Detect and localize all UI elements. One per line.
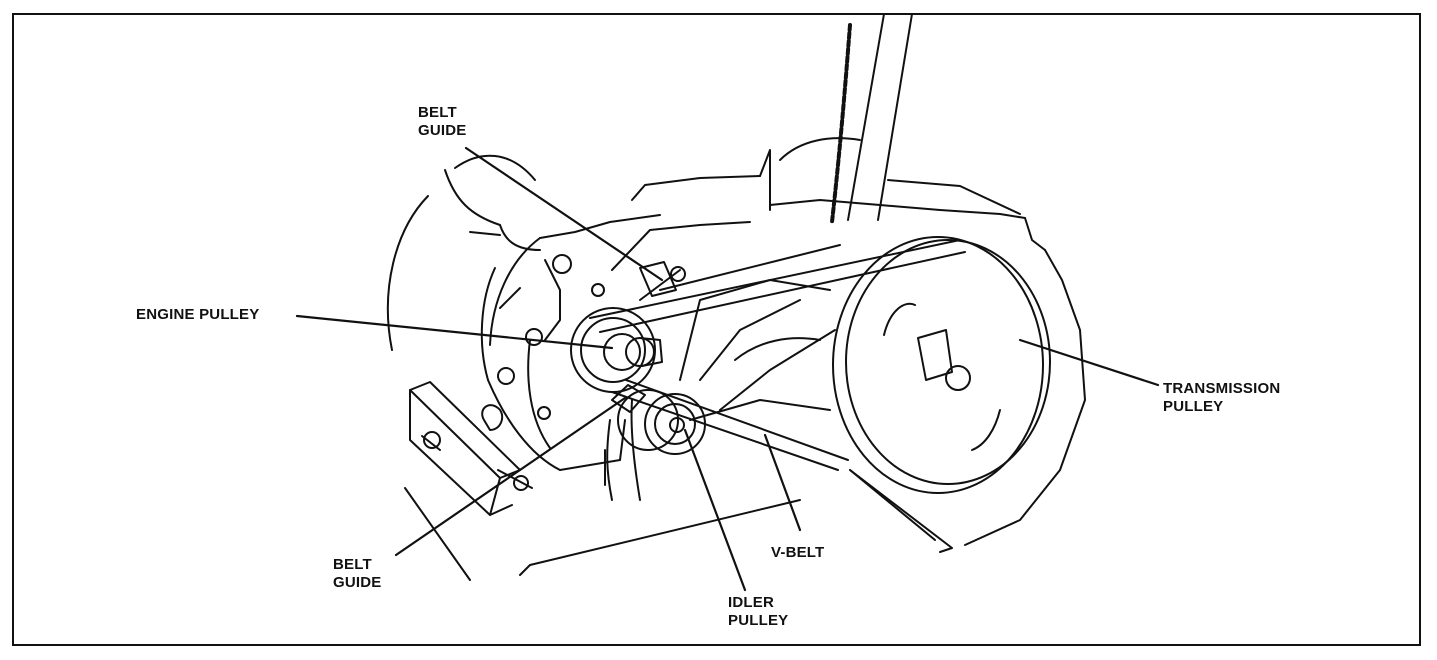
leader-lines — [295, 146, 1160, 592]
base-lines — [404, 469, 953, 581]
label-transmission-pulley: TRANSMISSION PULLEY — [1163, 380, 1281, 415]
engine-housing — [386, 154, 661, 486]
leader-belt-guide-top — [464, 146, 664, 282]
figure-frame — [12, 13, 1421, 646]
leader-transmission-pulley — [1018, 338, 1160, 387]
leader-engine-pulley — [295, 314, 614, 350]
leader-belt-guide-bottom — [394, 396, 627, 557]
engine-pulley — [570, 307, 663, 393]
drive-chain — [830, 23, 852, 224]
transmission-pulley — [832, 236, 1086, 546]
label-belt-guide-top: BELT GUIDE — [418, 104, 467, 139]
mounting-block — [409, 381, 533, 516]
label-idler-pulley: IDLER PULLEY — [728, 594, 789, 629]
label-engine-pulley: ENGINE PULLEY — [136, 306, 260, 323]
label-belt-guide-bottom: BELT GUIDE — [333, 556, 382, 591]
leader-v-belt — [763, 433, 802, 532]
center-support — [606, 244, 841, 501]
leader-idler-pulley — [683, 428, 747, 592]
frame-structure — [611, 13, 1046, 361]
belt-guide-top-part — [639, 261, 686, 297]
v-belt — [589, 239, 966, 471]
label-v-belt: V-BELT — [771, 544, 825, 561]
